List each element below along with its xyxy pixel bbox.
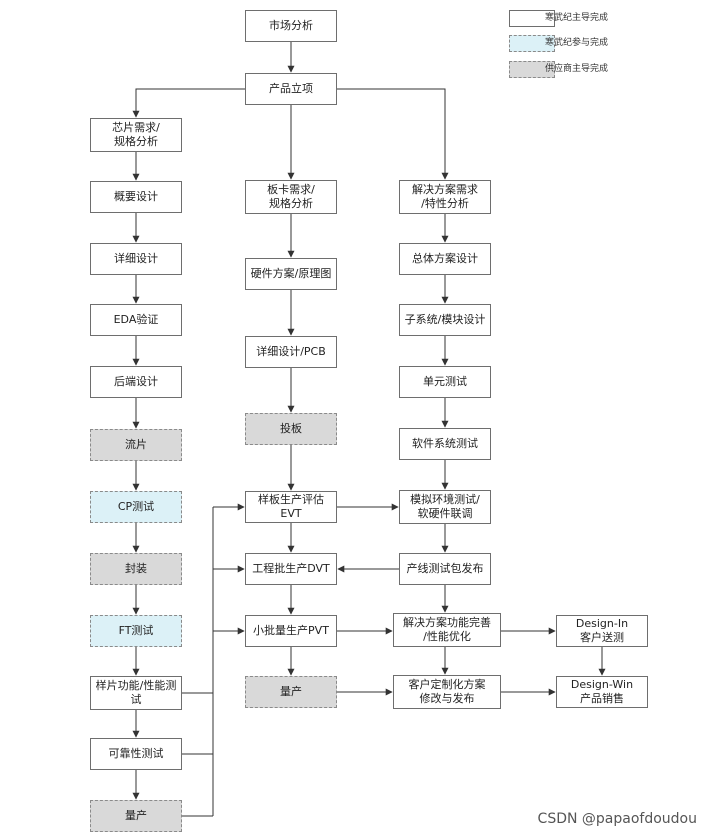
node-detailed-design-pcb: 详细设计/PCB	[245, 336, 337, 368]
node-simulation-test: 模拟环境测试/软硬件联调	[399, 490, 491, 524]
node-ft-test: FT测试	[90, 615, 182, 647]
node-market-analysis: 市场分析	[245, 10, 337, 42]
legend-swatch-lead	[509, 10, 555, 27]
legend-label-supplier: 供应商主导完成	[545, 64, 609, 74]
node-unit-test: 单元测试	[399, 366, 491, 398]
node-sample-test: 样片功能/性能测试	[90, 676, 182, 710]
node-reliability-test: 可靠性测试	[90, 738, 182, 770]
watermark-text: CSDN @papaofdoudou	[537, 811, 697, 827]
node-outline-design: 概要设计	[90, 181, 182, 213]
node-board-fab: 投板	[245, 413, 337, 445]
node-chip-requirement: 芯片需求/规格分析	[90, 118, 182, 152]
node-subsystem-design: 子系统/模块设计	[399, 304, 491, 336]
legend-swatch-supplier	[509, 61, 555, 78]
node-overall-design: 总体方案设计	[399, 243, 491, 275]
node-mass-production-board: 量产	[245, 676, 337, 708]
legend-swatch-assist	[509, 35, 555, 52]
node-solution-requirement: 解决方案需求/特性分析	[399, 180, 491, 214]
node-software-system-test: 软件系统测试	[399, 428, 491, 460]
node-production-test-package: 产线测试包发布	[399, 553, 491, 585]
edge-project-chip	[132, 88, 245, 118]
node-mass-production-chip: 量产	[90, 800, 182, 832]
node-hardware-scheme: 硬件方案/原理图	[245, 258, 337, 290]
node-dvt: 工程批生产DVT	[245, 553, 337, 585]
node-customer-customization: 客户定制化方案修改与发布	[393, 675, 501, 709]
node-evt: 样板生产评估EVT	[245, 491, 337, 523]
legend-label-lead: 寒武纪主导完成	[545, 13, 609, 23]
node-pvt: 小批量生产PVT	[245, 615, 337, 647]
node-board-requirement: 板卡需求/规格分析	[245, 180, 337, 214]
legend-label-assist: 寒武纪参与完成	[545, 38, 609, 48]
node-product-project: 产品立项	[245, 73, 337, 105]
node-detailed-design-chip: 详细设计	[90, 243, 182, 275]
node-eda-verification: EDA验证	[90, 304, 182, 336]
node-solution-optimization: 解决方案功能完善/性能优化	[393, 613, 501, 647]
node-package: 封装	[90, 553, 182, 585]
node-backend-design: 后端设计	[90, 366, 182, 398]
node-cp-test: CP测试	[90, 491, 182, 523]
node-tapeout: 流片	[90, 429, 182, 461]
edge-project-solution	[337, 88, 449, 180]
